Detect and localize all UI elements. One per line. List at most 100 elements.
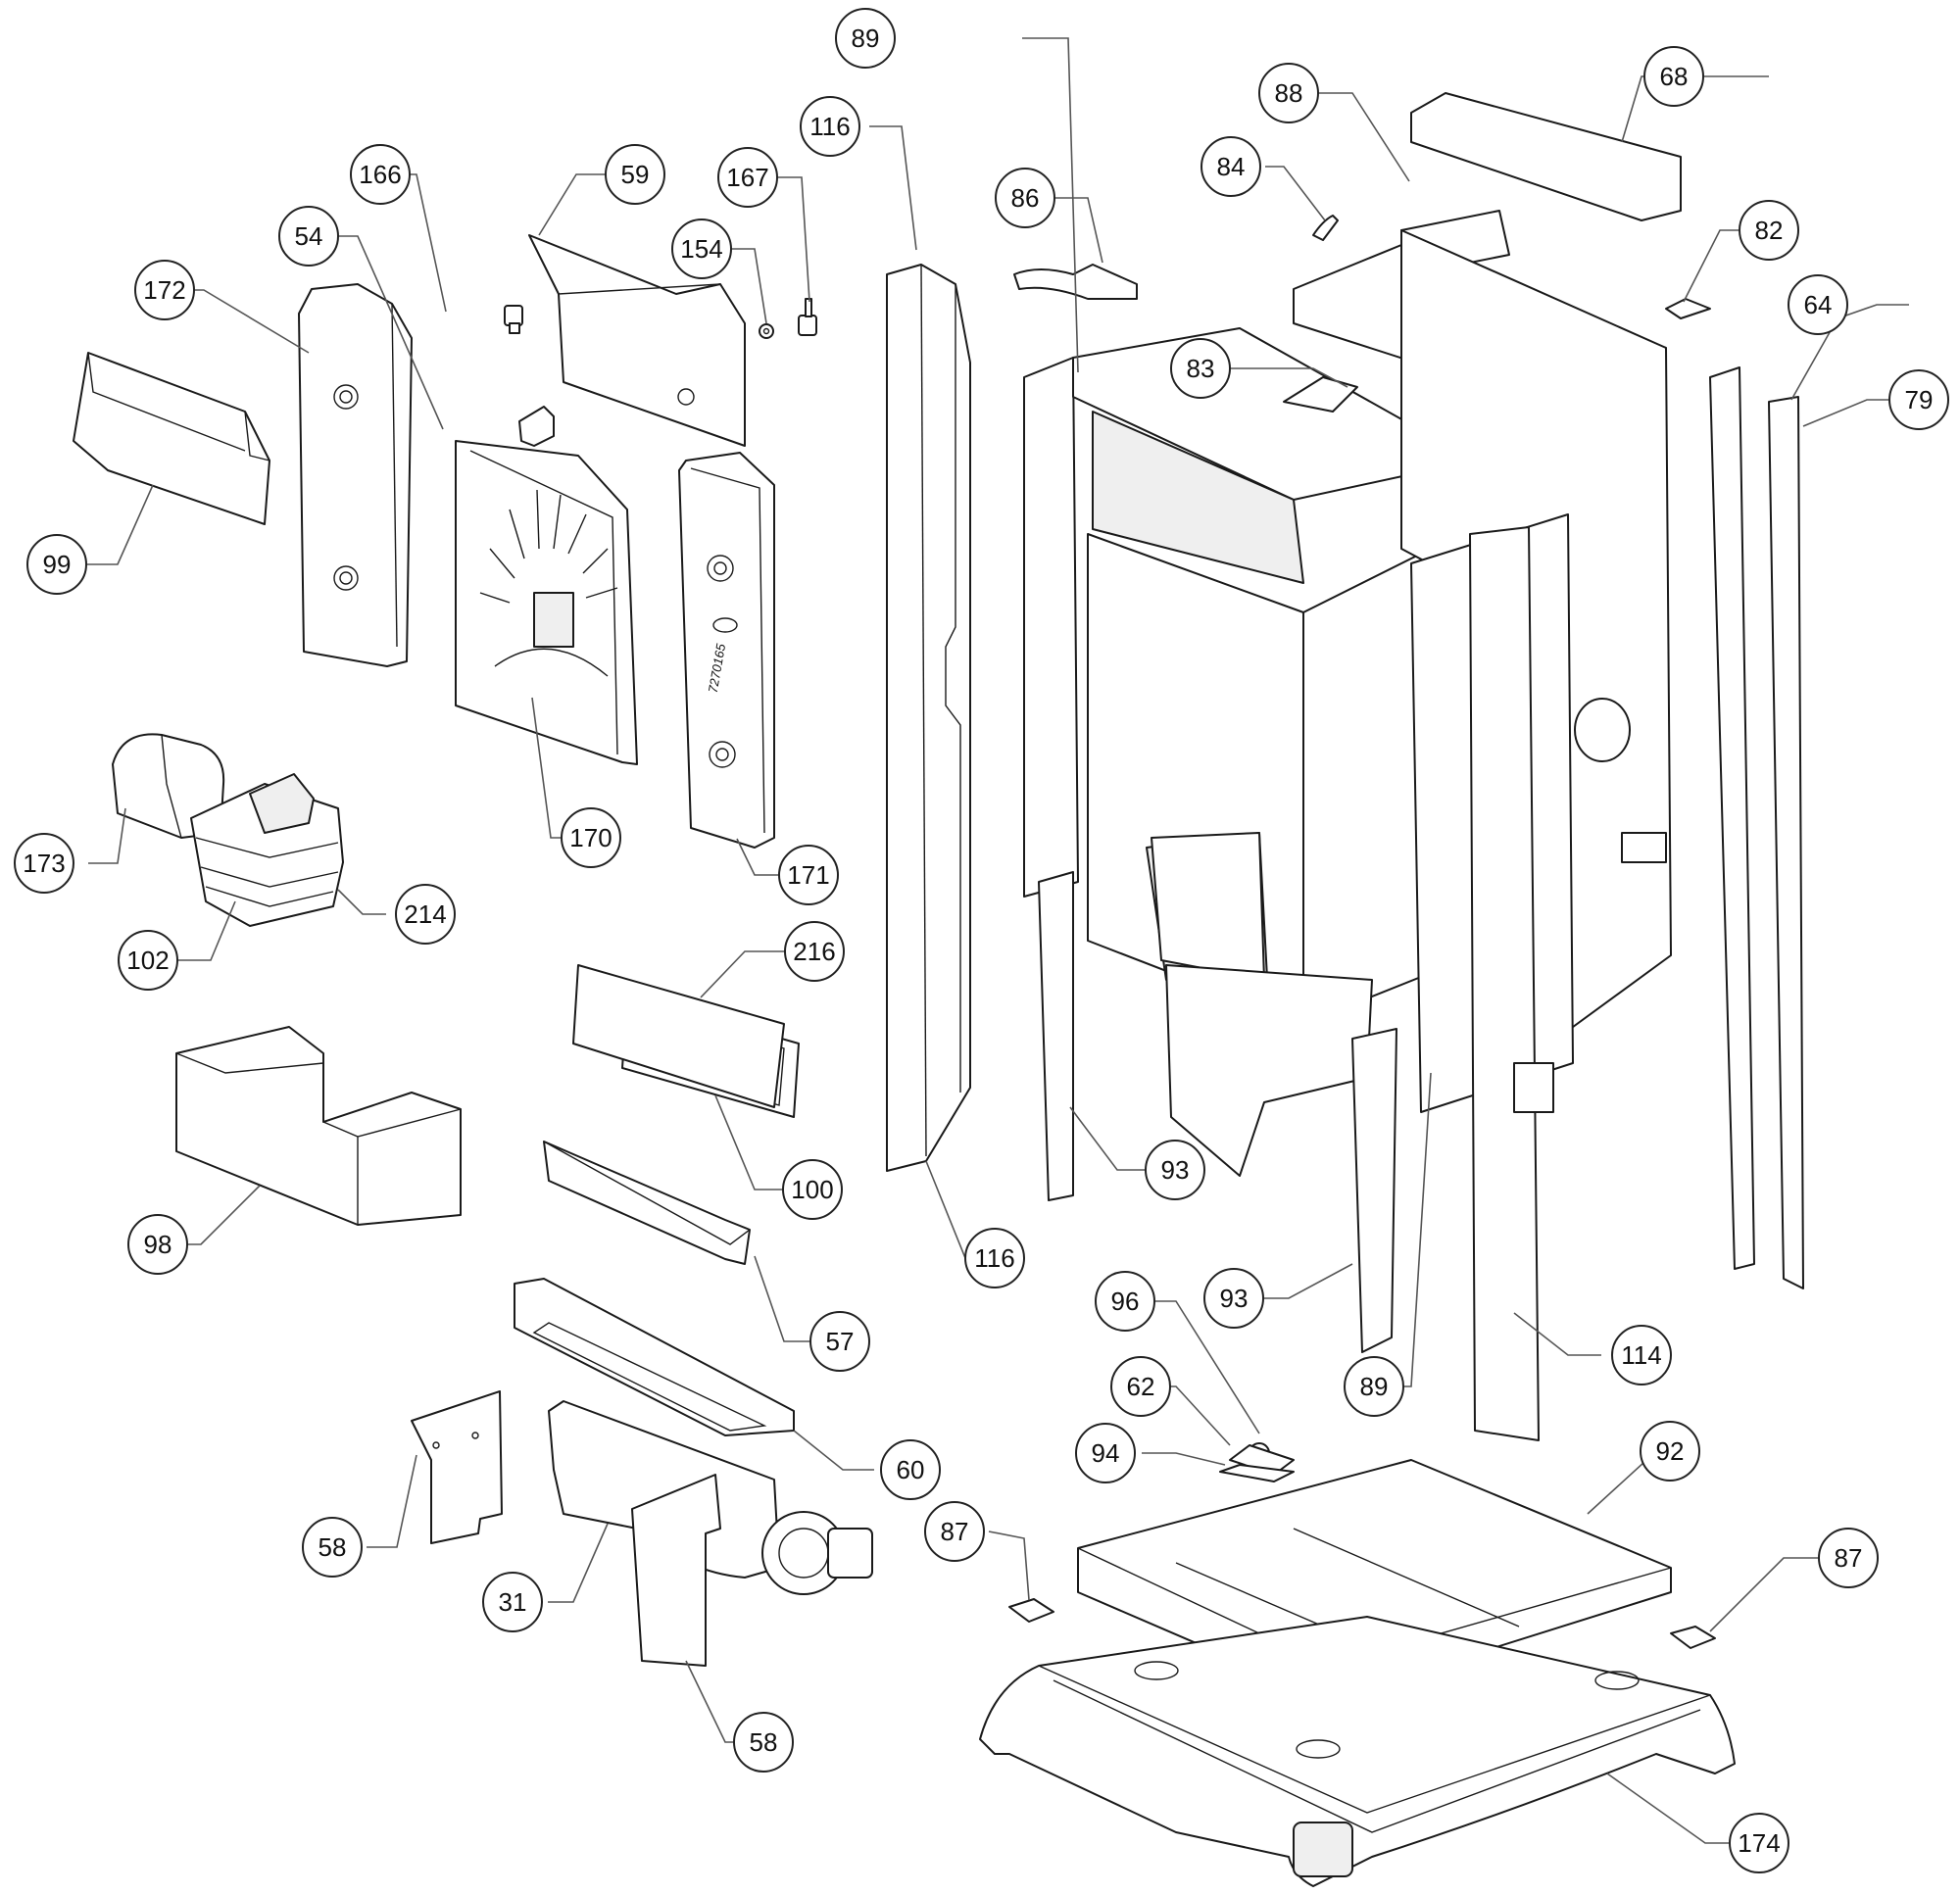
callout-87-right: 87 (1818, 1528, 1879, 1588)
callout-label: 96 (1111, 1287, 1140, 1316)
callout-64: 64 (1788, 274, 1848, 335)
callout-label: 83 (1187, 354, 1215, 383)
part-31-fan (548, 1400, 873, 1667)
callout-label: 64 (1804, 290, 1833, 319)
part-62-94-96-clips (1219, 1442, 1295, 1482)
callout-216: 216 (784, 921, 845, 982)
callout-82: 82 (1739, 200, 1799, 261)
callout-label: 62 (1127, 1372, 1155, 1401)
callout-89-top: 89 (835, 8, 896, 69)
callout-89-bottom: 89 (1344, 1356, 1404, 1417)
callout-62: 62 (1110, 1356, 1171, 1417)
callout-57: 57 (809, 1311, 870, 1372)
callout-83: 83 (1170, 338, 1231, 399)
callout-label: 94 (1092, 1438, 1120, 1468)
callout-label: 86 (1011, 183, 1040, 213)
callout-59: 59 (605, 144, 665, 205)
callout-label: 216 (793, 937, 835, 966)
part-174-pedestal (979, 1616, 1736, 1887)
callout-label: 58 (750, 1727, 778, 1757)
callout-label: 68 (1660, 62, 1689, 91)
callout-174: 174 (1729, 1813, 1789, 1873)
callout-94: 94 (1075, 1423, 1136, 1483)
callout-label: 87 (941, 1517, 969, 1546)
callout-100: 100 (782, 1159, 843, 1220)
callout-88: 88 (1258, 63, 1319, 123)
callout-116-top: 116 (800, 96, 860, 157)
callout-label: 93 (1161, 1155, 1190, 1185)
callout-172: 172 (134, 260, 195, 320)
callout-label: 100 (791, 1175, 833, 1204)
callout-label: 102 (126, 946, 169, 975)
callout-label: 174 (1738, 1828, 1780, 1858)
part-173-cover (112, 733, 225, 839)
part-102-214-burner (190, 773, 344, 927)
part-167-screw (798, 298, 817, 336)
callout-label: 214 (404, 899, 446, 929)
parts-drawing: 7270165 (73, 92, 1804, 1887)
part-99-top-trim (73, 352, 270, 525)
part-100-glass-panel (572, 964, 785, 1108)
callout-58-bottom: 58 (733, 1712, 794, 1773)
callout-170: 170 (561, 807, 621, 868)
callout-96: 96 (1095, 1271, 1155, 1332)
part-154-washer (759, 323, 774, 339)
callout-label: 170 (569, 823, 612, 852)
part-172-side-panel (298, 283, 413, 667)
callout-label: 116 (974, 1243, 1014, 1273)
callout-167: 167 (717, 147, 778, 208)
callout-label: 84 (1217, 152, 1246, 181)
callout-label: 166 (359, 160, 401, 189)
callout-label: 172 (143, 275, 185, 305)
callout-label: 57 (826, 1327, 855, 1356)
part-58-plate-left (411, 1390, 503, 1544)
part-116-channel (886, 264, 971, 1172)
callout-93-left: 93 (1145, 1140, 1205, 1200)
callout-label: 99 (43, 550, 72, 579)
callout-label: 114 (1621, 1340, 1661, 1370)
part-87-clip-right (1670, 1626, 1716, 1649)
callout-label: 171 (787, 860, 829, 890)
callout-label: 98 (144, 1230, 172, 1259)
part-main-body (1013, 92, 1804, 1441)
part-87-clip-left (1008, 1598, 1054, 1623)
callout-93-right: 93 (1203, 1268, 1264, 1329)
callout-54: 54 (278, 206, 339, 267)
callout-166: 166 (350, 144, 411, 205)
callout-label: 92 (1656, 1436, 1685, 1466)
callout-label: 88 (1275, 78, 1303, 108)
part-59-deflector (528, 234, 746, 447)
callout-102: 102 (118, 930, 178, 991)
callout-58-left: 58 (302, 1517, 363, 1578)
callout-label: 89 (1360, 1372, 1389, 1401)
part-171-side-panel: 7270165 (678, 452, 775, 849)
callout-92: 92 (1640, 1421, 1700, 1482)
callout-116-bottom: 116 (964, 1228, 1025, 1288)
part-54-bracket (518, 406, 555, 447)
callout-label: 89 (852, 24, 880, 53)
callout-84: 84 (1200, 136, 1261, 197)
part-166-screw (504, 305, 523, 334)
leader-lines (87, 37, 1948, 1844)
callout-98: 98 (127, 1214, 188, 1275)
callout-60: 60 (880, 1439, 941, 1500)
callout-label: 79 (1905, 385, 1934, 414)
callout-68: 68 (1643, 46, 1704, 107)
callout-173: 173 (14, 833, 74, 894)
callout-154: 154 (671, 219, 732, 279)
callout-86: 86 (995, 168, 1055, 228)
callout-label: 59 (621, 160, 650, 189)
callout-label: 60 (897, 1455, 925, 1484)
callout-114: 114 (1611, 1325, 1672, 1385)
part-57-angle-strip (543, 1141, 751, 1265)
callout-99: 99 (26, 534, 87, 595)
part-98-base-box (175, 1026, 462, 1226)
callout-label: 167 (726, 163, 768, 192)
part-170-back-plate (455, 440, 638, 765)
callout-label: 87 (1835, 1543, 1863, 1573)
callout-214: 214 (395, 884, 456, 945)
callout-87-left: 87 (924, 1501, 985, 1562)
callout-label: 31 (499, 1587, 527, 1617)
callout-label: 82 (1755, 216, 1784, 245)
